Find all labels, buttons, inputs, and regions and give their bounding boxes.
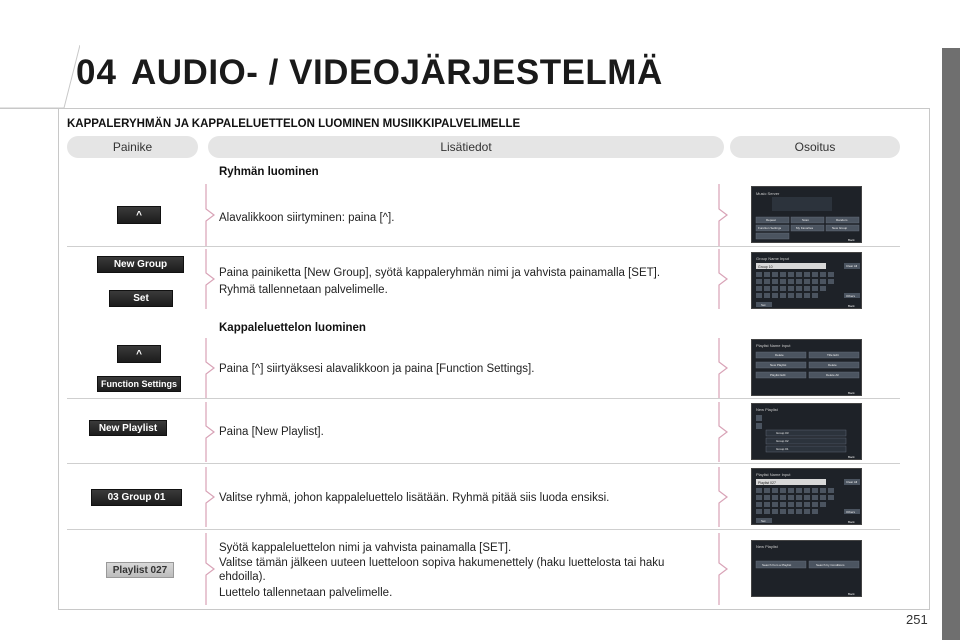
playlist-name-input-screen-graphic: Playlist Name Input Playlist 027 Clear A… — [756, 472, 860, 524]
music-server-screen-graphic: Music Server Repeat Scan Random Function S… — [755, 191, 860, 242]
svg-text:Group 01: Group 01 — [776, 447, 789, 451]
row-1-text: Alavalikkoon siirtyminen: paina [^]. — [219, 212, 395, 224]
svg-text:Music Server: Music Server — [756, 191, 780, 196]
svg-text:Back: Back — [848, 455, 855, 459]
header-corner-decoration — [0, 45, 80, 109]
page-number: 251 — [906, 612, 928, 627]
new-playlist-button[interactable]: New Playlist — [89, 420, 167, 436]
svg-text:Back: Back — [848, 304, 855, 308]
svg-text:Delete: Delete — [775, 353, 784, 357]
header-divider — [0, 108, 930, 109]
svg-text:Set: Set — [761, 519, 766, 523]
row-3-text: Paina [^] siirtyäksesi alavalikkoon ja p… — [219, 363, 535, 375]
row-6-text-2: Valitse tämän jälkeen uuteen luetteloon … — [219, 557, 665, 583]
column-header-display: Osoitus — [730, 136, 900, 158]
up-chevron-icon: ^ — [136, 348, 142, 360]
chevron-divider-icon — [205, 338, 215, 398]
chevron-divider-icon — [205, 184, 215, 246]
svg-text:Others: Others — [846, 294, 856, 298]
row-2-text-2: Ryhmä tallennetaan palvelimelle. — [219, 284, 388, 296]
chevron-divider-icon — [205, 402, 215, 462]
group-01-button[interactable]: 03 Group 01 — [91, 489, 182, 506]
screen-group-name-input: Group Name Input Group 10 Clear All Othe… — [751, 252, 862, 309]
svg-text:Clear All: Clear All — [846, 480, 858, 484]
screen-new-playlist-groups: New Playlist Group 03 Group 02 Group 01 Ba… — [751, 403, 862, 460]
chevron-divider-icon — [718, 338, 728, 398]
column-header-info: Lisätiedot — [208, 136, 724, 158]
svg-text:Delete All: Delete All — [826, 373, 839, 377]
svg-text:Scan: Scan — [802, 218, 809, 222]
row-separator — [67, 529, 900, 530]
chevron-divider-icon — [718, 402, 728, 462]
svg-text:Group Name Input: Group Name Input — [756, 256, 790, 261]
row-5-text: Valitse ryhmä, johon kappaleluettelo lis… — [219, 492, 610, 504]
new-playlist-search-screen-graphic: New Playlist Search from a Playlist Searc… — [755, 544, 860, 596]
svg-text:Playlist Edit: Playlist Edit — [770, 373, 786, 377]
svg-text:Playlist 027: Playlist 027 — [758, 481, 776, 485]
group-name-input-screen-graphic: Group Name Input Group 10 Clear All Othe… — [756, 256, 860, 308]
screen-music-server: Music Server Repeat Scan Random Function S… — [751, 186, 862, 243]
row-4-text: Paina [New Playlist]. — [219, 426, 324, 438]
content-frame — [58, 108, 930, 610]
screen-new-playlist-search: New Playlist Search from a Playlist Searc… — [751, 540, 862, 597]
svg-text:Delete: Delete — [828, 363, 837, 367]
svg-text:Random: Random — [836, 218, 848, 222]
svg-text:Group 10: Group 10 — [758, 265, 773, 269]
screen-playlist-menu: Playlist Name Input Delete Title Edit New… — [751, 339, 862, 396]
page-edge-bar — [942, 48, 960, 640]
column-header-button: Painike — [67, 136, 198, 158]
subtitle-playlist: Kappaleluettelon luominen — [219, 322, 366, 334]
svg-text:Playlist Name Input: Playlist Name Input — [756, 343, 791, 348]
svg-text:Back: Back — [848, 391, 855, 395]
svg-text:Others: Others — [846, 510, 856, 514]
row-6-text-3: Luettelo tallennetaan palvelimelle. — [219, 587, 393, 599]
chevron-divider-icon — [718, 467, 728, 527]
svg-text:New Playlist: New Playlist — [756, 407, 779, 412]
up-arrow-button[interactable]: ^ — [117, 345, 161, 363]
svg-text:New Playlist: New Playlist — [770, 363, 787, 367]
row-6-text-1: Syötä kappaleluettelon nimi ja vahvista … — [219, 542, 512, 554]
chapter-number: 04 — [76, 53, 117, 92]
set-button[interactable]: Set — [109, 290, 173, 307]
screen-playlist-name-input: Playlist Name Input Playlist 027 Clear A… — [751, 468, 862, 525]
up-arrow-button[interactable]: ^ — [117, 206, 161, 224]
svg-text:Group 02: Group 02 — [776, 439, 789, 443]
svg-text:Function Settings: Function Settings — [758, 226, 782, 230]
page-title: AUDIO- / VIDEOJÄRJESTELMÄ — [131, 53, 663, 92]
svg-text:Title Edit: Title Edit — [827, 353, 839, 357]
svg-text:My Favorites: My Favorites — [796, 226, 814, 230]
chevron-divider-icon — [205, 533, 215, 605]
svg-text:Back: Back — [848, 520, 855, 524]
svg-text:Back: Back — [848, 592, 855, 596]
row-2-text-1: Paina painiketta [New Group], syötä kapp… — [219, 267, 661, 279]
chevron-divider-icon — [718, 249, 728, 309]
playlist-027-field[interactable]: Playlist 027 — [106, 562, 174, 578]
row-separator — [67, 398, 900, 399]
new-playlist-groups-screen-graphic: New Playlist Group 03 Group 02 Group 01 Ba… — [756, 407, 855, 459]
svg-text:Back: Back — [848, 238, 855, 242]
svg-text:Search from a Playlist: Search from a Playlist — [762, 563, 791, 567]
svg-text:New Playlist: New Playlist — [756, 544, 779, 549]
row-separator — [67, 463, 900, 464]
subtitle-group: Ryhmän luominen — [219, 166, 319, 178]
playlist-menu-screen-graphic: Playlist Name Input Delete Title Edit New… — [755, 343, 860, 395]
function-settings-button[interactable]: Function Settings — [97, 376, 181, 392]
svg-text:Set: Set — [761, 303, 766, 307]
svg-text:New Group: New Group — [832, 226, 848, 230]
svg-text:Search by Conditions: Search by Conditions — [816, 563, 845, 567]
up-chevron-icon: ^ — [136, 209, 142, 221]
new-group-button[interactable]: New Group — [97, 256, 184, 273]
svg-text:Playlist Name Input: Playlist Name Input — [756, 472, 791, 477]
svg-text:Repeat: Repeat — [766, 218, 776, 222]
chevron-divider-icon — [718, 533, 728, 605]
svg-text:Clear All: Clear All — [846, 264, 858, 268]
section-title: KAPPALERYHMÄN JA KAPPALELUETTELON LUOMIN… — [67, 118, 521, 130]
chevron-divider-icon — [205, 467, 215, 527]
chevron-divider-icon — [718, 184, 728, 246]
chevron-divider-icon — [205, 249, 215, 309]
svg-text:Group 03: Group 03 — [776, 431, 789, 435]
row-separator — [67, 246, 900, 247]
